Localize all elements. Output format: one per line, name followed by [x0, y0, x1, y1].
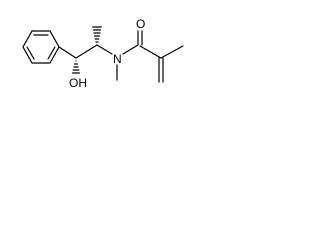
carbonyl-vinyl-bond [139, 45, 162, 59]
nitrogen-label: N [113, 52, 122, 66]
benzene-inner-bond-right [47, 46, 56, 60]
vinyl-methyl-bond [160, 45, 184, 59]
nitrogen-carbonyl-bond [122, 44, 139, 55]
molecule-diagram: OH N O [22, 17, 184, 90]
benzene-ring [22, 30, 60, 64]
hydroxyl-label: OH [69, 76, 87, 90]
methyl-hashed-wedge [92, 26, 102, 43]
vinyl-double-bond [158, 57, 164, 83]
chiral-nitrogen-bond [96, 44, 113, 55]
benzene-inner-bond-left [26, 46, 35, 60]
carbonyl-oxygen-label: O [136, 17, 145, 31]
hydroxyl-hashed-wedge [71, 60, 81, 74]
carbonyl-double-bond [137, 30, 143, 46]
carbinol-chiral-bond [75, 44, 98, 59]
benzene-outer-bonds [22, 30, 60, 64]
phenyl-carbinol-bond [58, 46, 77, 59]
